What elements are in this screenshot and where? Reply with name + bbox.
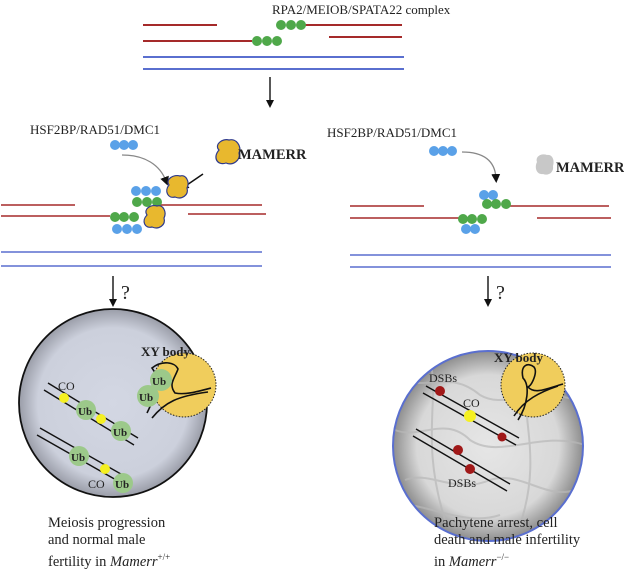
ub-mark (69, 446, 89, 466)
genotype: −/− (496, 552, 510, 562)
caption-line: fertility in Mamerr+/+ (48, 549, 170, 571)
recombinase-icon (112, 186, 161, 234)
ub-label: Ub (139, 392, 153, 404)
ub-label: Ub (115, 479, 129, 491)
ub-label: Ub (113, 427, 127, 439)
ub-mark (111, 421, 131, 441)
rpa-complex-icon (252, 20, 306, 46)
caption-line: death and male infertility (434, 532, 581, 548)
ub-label: Ub (71, 452, 85, 464)
xy-chromosome (517, 363, 564, 421)
ub-mark (76, 400, 96, 420)
co-label: CO (58, 379, 75, 393)
left-recombinase-label: HSF2BP/RAD51/DMC1 (30, 122, 160, 137)
nucleus-border (392, 350, 584, 542)
mamerr-protein-icon (166, 174, 189, 199)
rpa-complex-icon (458, 199, 511, 224)
curved-arrow-icon (461, 151, 501, 183)
xy-body-label: XY body (494, 350, 544, 365)
dsb-mark (465, 464, 475, 474)
mamerr-protein-icon (215, 139, 241, 165)
ub-mark (150, 369, 172, 391)
question-mark: ? (496, 282, 505, 304)
xy-chromosome (513, 385, 559, 417)
left-panel: HSF2BP/RAD51/DMC1 MAMERR ? (1, 122, 307, 498)
right-mamerr-label: MAMERR (556, 160, 624, 176)
crossover-mark (464, 410, 476, 422)
crossover-mark (96, 414, 106, 424)
rpa-complex-label: RPA2/MEIOB/SPATA22 complex (272, 2, 451, 17)
caption-line: Meiosis progression (48, 515, 166, 531)
genotype: +/+ (157, 552, 171, 562)
question-mark: ? (121, 282, 130, 304)
co-label: CO (463, 396, 480, 410)
right-caption: Pachytene arrest, cell death and male in… (434, 515, 580, 571)
right-recombinase-label: HSF2BP/RAD51/DMC1 (327, 125, 457, 140)
recombinase-icon (429, 146, 457, 156)
dsb-mark (435, 386, 445, 396)
curved-arrow-icon (121, 154, 169, 186)
recombinase-icon (461, 190, 498, 234)
co-label: CO (88, 477, 105, 491)
ub-mark (137, 385, 159, 407)
knockout-nucleus: XY body DSBs CO DSBs (392, 350, 584, 542)
right-panel: HSF2BP/RAD51/DMC1 MAMERR ? (327, 125, 624, 542)
absent-mamerr-icon (535, 154, 554, 175)
homolog-line (415, 428, 511, 485)
ub-label: Ub (78, 406, 92, 418)
dsb-mark (497, 432, 507, 442)
dsb-label: DSBs (429, 371, 457, 385)
dsb-label: DSBs (448, 476, 476, 490)
xy-body-circle (500, 352, 566, 418)
gene-name: Mamerr (110, 554, 158, 570)
caption-text: in (434, 554, 449, 570)
homolog-line (412, 435, 508, 492)
caption-line: in Mamerr−/− (434, 549, 580, 571)
xy-body-label: XY body (141, 344, 191, 359)
ub-mark (113, 473, 133, 493)
top-section: RPA2/MEIOB/SPATA22 complex (143, 2, 451, 108)
wild-type-nucleus: XY body Ub Ub CO CO Ub Ub Ub U (18, 308, 217, 498)
crossover-mark (59, 393, 69, 403)
caption-line: Pachytene arrest, cell (434, 515, 558, 531)
ub-label: Ub (152, 376, 166, 388)
crossover-mark (100, 464, 110, 474)
dsb-mark (453, 445, 463, 455)
recombinase-icon (110, 140, 138, 150)
caption-line: and normal male (48, 532, 146, 548)
rpa-complex-icon (110, 197, 162, 222)
gene-name: Mamerr (448, 554, 497, 570)
mamerr-protein-icon (143, 204, 166, 229)
left-caption: Meiosis progression and normal male fert… (48, 515, 170, 571)
caption-text: fertility in (48, 554, 111, 570)
xy-chromosome (151, 391, 209, 419)
left-mamerr-label: MAMERR (238, 147, 307, 163)
